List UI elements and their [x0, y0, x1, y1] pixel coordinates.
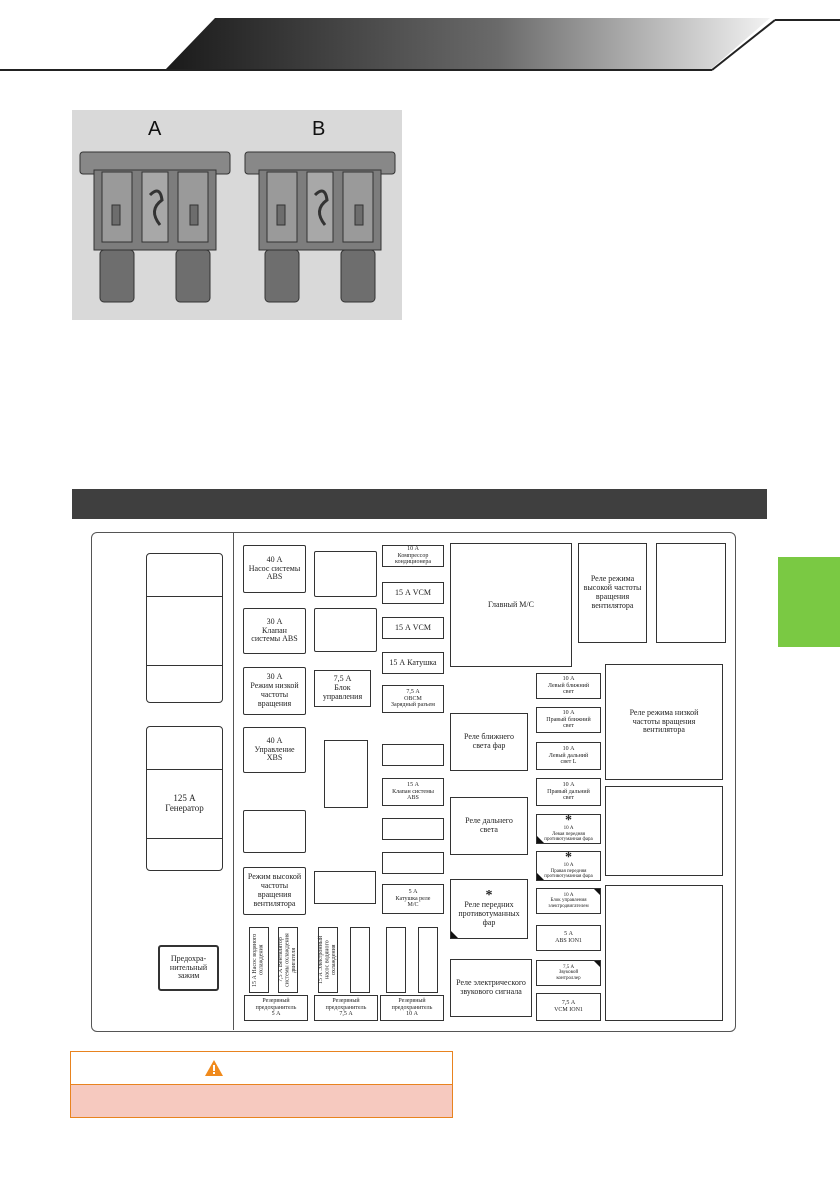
relay-fog-label: Реле передних противотуманных фар [458, 900, 520, 927]
fuse-left-low-beam: 10 А Левый ближний свет [536, 673, 601, 699]
warning-body [70, 1085, 453, 1118]
fuse-empty [386, 927, 406, 993]
fuse-coil: 15 А Катушка [382, 652, 444, 674]
chapter-tab[interactable] [778, 557, 840, 647]
relay-empty [605, 885, 723, 1021]
left-block-top [146, 553, 223, 703]
fuse-photo: A B [72, 110, 402, 320]
fuse-vcm-1: 15 А VCM [382, 582, 444, 604]
fuse-empty [314, 608, 377, 652]
fuse-motor-control: 10 А Блок управления электродвигателем [536, 888, 601, 914]
fuse-obcm: 7,5 А OBCM Зарядный разъем [382, 685, 444, 713]
relay-high-beam: Реле дальнего света [450, 797, 528, 855]
fuse-sound-controller: 7,5 А Звуковой контроллер [536, 960, 601, 986]
fuse-e-water-pump: 15 А Электронный насос водяного охлажден… [318, 927, 338, 993]
relay-low-beam: Реле ближнего света фар [450, 713, 528, 771]
corner-mark [537, 873, 544, 880]
star-mark: * [565, 813, 572, 829]
fuse-empty [382, 818, 444, 840]
fuse-left-fog-label: 10 А Левая передняя противотуманная фара [544, 826, 593, 843]
fuse-engine-fan: 7,5 А Вентилятор системы охлаждения двиг… [278, 927, 298, 993]
relay-empty [656, 543, 726, 643]
fuse-abs-ion1: 5 А ABS ION1 [536, 925, 601, 951]
fuse-left-high-beam: 10 А Левый дальний свет L [536, 742, 601, 770]
fuse-right-low-beam: 10 А Правый ближний свет [536, 707, 601, 733]
relay-empty [605, 786, 723, 876]
fuse-illustration [79, 151, 396, 303]
relay-main-mc: Главный M/C [450, 543, 572, 667]
relay-high-fan: Реле режима высокой частоты вращения вен… [578, 543, 647, 643]
fuse-empty [243, 810, 306, 853]
fuse-low-speed: 30 А Режим низкой частоты вращения [243, 667, 306, 715]
left-block-top-line [146, 665, 223, 666]
fuse-empty [350, 927, 370, 993]
fuse-left-fog: *10 А Левая передняя противотуманная фар… [536, 814, 601, 844]
relay-fog: *Реле передних противотуманных фар [450, 879, 528, 939]
fuse-box-diagram: 125 А Генератор Предохра- нительный зажи… [91, 532, 736, 1032]
fuse-water-pump: 15 А Насос водяного охлаждения [249, 927, 269, 993]
fuse-right-high-beam: 10 А Правый дальний свет [536, 778, 601, 806]
fuse-empty [382, 744, 444, 766]
fuse-control-unit: 7,5 А Блок управления [314, 670, 371, 707]
fuse-empty [314, 551, 377, 597]
corner-mark [594, 961, 600, 967]
label-a: A [148, 118, 162, 140]
divider [233, 533, 234, 1030]
generator-fuse: 125 А Генератор [146, 769, 223, 839]
header-band [0, 18, 840, 71]
fuse-abs-pump: 40 А Насос системы ABS [243, 545, 306, 593]
fuse-clamp: Предохра- нительный зажим [158, 945, 219, 991]
relay-socket [324, 740, 368, 808]
section-bar [72, 489, 767, 519]
relay-low-fan: Реле режима низкой частоты вращения вент… [605, 664, 723, 780]
corner-mark [451, 931, 458, 938]
corner-mark [537, 836, 544, 843]
fuse-empty [418, 927, 438, 993]
fuse-xbs: 40 А Управление XBS [243, 727, 306, 773]
reserve-fuse-10a: Резервный предохранитель 10 А [380, 995, 444, 1021]
fuse-vcm-2: 15 А VCM [382, 617, 444, 639]
reserve-fuse-7-5a: Резервный предохранитель 7,5 А [314, 995, 378, 1021]
fuse-ac-compressor: 10 А Компрессор кондиционера [382, 545, 444, 567]
fuse-right-fog: *10 А Правая передняя противотуманная фа… [536, 851, 601, 881]
fuse-mc-relay-coil: 5 А Катушка реле M/C [382, 884, 444, 914]
label-b: B [312, 118, 326, 140]
fuse-empty [314, 871, 376, 904]
fuse-right-fog-label: 10 А Правая передняя противотуманная фар… [544, 863, 593, 880]
corner-mark [594, 889, 600, 895]
warning-header [70, 1051, 453, 1085]
left-block-top-line [146, 596, 223, 597]
fuse-vcm-ion1: 7,5 А VCM ION1 [536, 993, 601, 1021]
reserve-fuse-5a: Резервный предохранитель 5 А [244, 995, 308, 1021]
fuse-empty [382, 852, 444, 874]
star-mark: * [565, 850, 572, 866]
relay-horn: Реле электрического звукового сигнала [450, 959, 532, 1017]
fuse-high-speed: Режим высокой частоты вращения вентилято… [243, 867, 306, 915]
fuse-abs-valve: 30 А Клапан системы ABS [243, 608, 306, 654]
fuse-abs-valve-15: 15 А Клапан системы ABS [382, 778, 444, 806]
warning-icon [205, 1060, 223, 1076]
star-mark: * [485, 888, 493, 904]
